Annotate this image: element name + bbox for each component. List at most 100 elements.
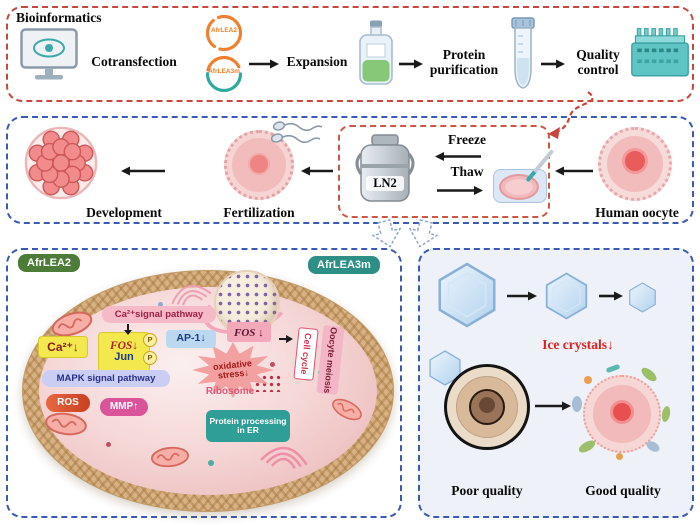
freeze-arrow-left-icon [434, 151, 482, 162]
human-oocyte-label: Human oocyte [595, 205, 679, 220]
afrlea3m-badge: AfrLEA3m [308, 256, 380, 274]
phospho-label: P [147, 335, 153, 345]
ca-signal-pathway-label: Ca²⁺signal pathway [114, 308, 204, 320]
granulosa-oval-icon [644, 439, 662, 454]
down-arrow-outline-icon [405, 217, 441, 251]
ap1-label: AP-1↓ [176, 332, 206, 345]
dashed-connector-arrow-icon [544, 90, 602, 144]
protein-er-label: Protein processing in ER [209, 416, 287, 435]
ca-down-label: Ca²⁺↓ [47, 339, 79, 354]
cryopreservation-panel: Development Fertilization [6, 116, 694, 224]
freeze-thaw-box: LN2 Freeze Thaw [338, 125, 555, 218]
mitochondrion-icon [328, 393, 367, 426]
mapk-pathway-box: MAPK signal pathway [42, 370, 170, 387]
arrow-down-small-icon [122, 324, 134, 336]
cell-cycle-label: Cell cycle [298, 332, 314, 376]
freeze-label: Freeze [448, 132, 486, 147]
cytoplasm-dot [270, 362, 275, 367]
ice-crystal-small-icon [628, 282, 657, 313]
arrow-right-icon [248, 58, 280, 70]
morula-embryo-icon [24, 126, 98, 200]
ca-down-box: Ca²⁺↓ [38, 336, 88, 358]
arrow-left-icon [554, 165, 594, 177]
computer-monitor-icon [20, 28, 78, 82]
ice-crystal-medium-icon [544, 272, 589, 320]
ap1-box: AP-1↓ [166, 330, 216, 348]
fos-nucleus-banner: FOS ↓ [227, 322, 271, 342]
arrow-right-icon [540, 58, 566, 70]
good-quality-label: Good quality [585, 483, 661, 498]
ice-crystal-tiny-icon [428, 350, 462, 386]
arrow-right-icon [398, 58, 424, 70]
human-oocyte-icon [598, 127, 672, 201]
thaw-dish-icon [492, 143, 555, 209]
poor-quality-oocyte-icon [444, 364, 530, 450]
arrow-right-icon [598, 290, 624, 302]
protein-er-box: Protein processing in ER [206, 410, 290, 442]
phospho-label: P [147, 353, 153, 363]
electrophoresis-gel-icon [630, 26, 690, 82]
granulosa-crescent-icon [660, 405, 672, 423]
granulosa-dot-icon [616, 453, 623, 460]
ribosome-label: Ribosome [205, 386, 255, 397]
fertilized-oocyte-icon [224, 130, 294, 200]
afrlea2-badge: AfrLEA2 [18, 254, 81, 272]
granulosa-oval-icon [572, 396, 582, 412]
centrifuge-tube-icon [508, 16, 538, 90]
arrow-left-icon [300, 165, 334, 177]
er-icon [161, 268, 217, 310]
cytoplasm-dot [106, 442, 111, 447]
fertilization-label: Fertilization [223, 205, 295, 220]
plasmid-afrlea2-icon: AfrLEA2 [202, 13, 246, 53]
protein-purification-label: Protein purification [429, 47, 499, 77]
thaw-label: Thaw [450, 164, 484, 179]
development-label: Development [86, 205, 162, 220]
petri-dish-inner [505, 179, 533, 195]
quality-control-label: Quality control [576, 47, 620, 77]
oocyte-quality-panel: Ice crystals↓ Poor quality Good quality [418, 248, 694, 518]
arrow-left-icon [120, 165, 166, 177]
oocyte-nucleus [622, 148, 648, 174]
cytoplasm-dot [208, 460, 214, 466]
mitochondrion-icon [47, 306, 96, 342]
arrow-right-icon [506, 290, 538, 302]
plasmid-afrlea2-label: AfrLEA2 [210, 27, 237, 34]
oocyte-meiosis-label: Oocyte meiosis [322, 326, 339, 394]
fos-nucleus-label: FOS ↓ [234, 327, 264, 339]
ca-signal-pathway-box: Ca²⁺signal pathway [102, 306, 216, 323]
bioinformatics-label: Bioinformatics [16, 10, 102, 25]
mitochondrion-icon [149, 444, 191, 470]
protein-production-panel: Bioinformatics Cotransfection AfrLEA2 Af… [6, 6, 694, 102]
arrow-right-small-icon [279, 334, 294, 344]
good-oocyte-nucleus [610, 400, 634, 424]
plasmid-afrlea3m-label: AfrLEA3m [208, 68, 240, 75]
golgi-icon [255, 431, 316, 471]
phospho-circle: P [143, 333, 157, 347]
good-quality-oocyte-icon [572, 363, 672, 460]
oxidative-stress-label: oxidative stress↓ [212, 357, 253, 381]
thaw-arrow-right-icon [436, 185, 484, 196]
fos-label: FOS↓ [109, 340, 139, 353]
plasmid-afrlea3m-icon: AfrLEA3m [202, 54, 246, 94]
mapk-pathway-label: MAPK signal pathway [56, 372, 156, 384]
granulosa-dot-icon [584, 376, 592, 384]
down-arrow-outline-icon [369, 217, 405, 251]
jun-label: Jun [114, 351, 134, 364]
cell-mechanism-panel: FOS ↓ oxidative stress↓ Ca²⁺signal pathw… [6, 248, 402, 518]
ros-label: ROS [57, 396, 79, 408]
ln2-tank-icon: LN2 [352, 134, 418, 204]
poor-oocyte-nucleus [479, 397, 495, 413]
oocyte-nucleus [248, 153, 270, 175]
mmp-badge: MMP↑ [100, 398, 148, 416]
cotransfection-label: Cotransfection [91, 54, 177, 69]
expansion-label: Expansion [286, 54, 348, 69]
arrow-right-icon [534, 400, 572, 412]
sperm-icons [270, 119, 324, 145]
mitochondrion-icon [43, 409, 90, 439]
ice-crystal-large-icon [436, 262, 498, 328]
granulosa-crescent-icon [576, 438, 598, 455]
poor-quality-label: Poor quality [451, 483, 523, 498]
ros-badge: ROS [46, 394, 90, 412]
mmp-label: MMP↑ [109, 400, 139, 412]
